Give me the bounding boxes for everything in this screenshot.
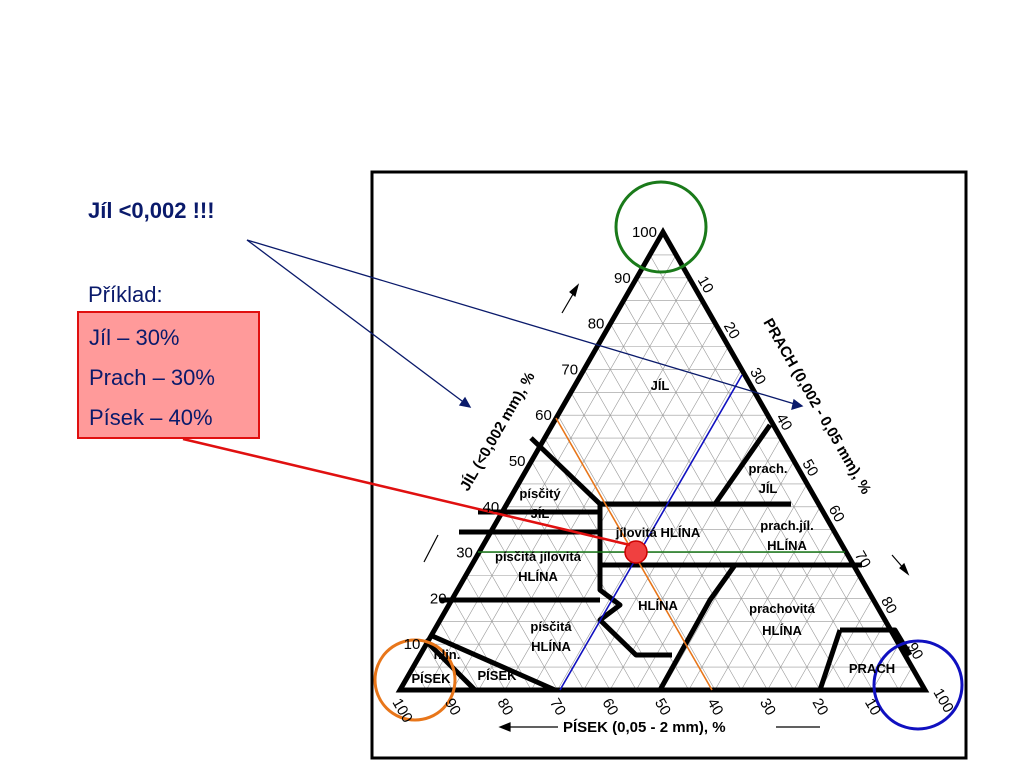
clay-tick-90: 90 xyxy=(614,270,631,287)
silt-tick-30: 30 xyxy=(746,365,769,388)
sand-corner-circle xyxy=(373,638,457,722)
clay-tick-40: 40 xyxy=(483,499,500,516)
silt-tick-40: 40 xyxy=(772,411,795,434)
grid-line xyxy=(570,392,742,691)
sand-tick-90: 90 xyxy=(441,696,464,719)
grid-line xyxy=(623,300,847,691)
region-jilovita-hlina: jílovitá HLÍNA xyxy=(615,525,701,540)
grid-line xyxy=(740,529,834,691)
grid-line xyxy=(872,644,900,691)
region-prach-jil-2: JÍL xyxy=(759,481,778,496)
region-jil: JÍL xyxy=(651,378,670,393)
silt-tick-20: 20 xyxy=(720,319,743,342)
grid-line xyxy=(465,575,532,691)
grid-line xyxy=(767,552,847,691)
region-labels: JÍL prach. JÍL písčitý JÍL jílovitá HLÍN… xyxy=(411,378,895,686)
clay-tick-labels: 10 20 30 40 50 60 70 80 90 100 xyxy=(404,224,657,653)
silt-30-line xyxy=(559,374,743,691)
example-clay: Jíl – 30% xyxy=(89,325,180,350)
sand-axis-title: PÍSEK (0,05 - 2 mm), % xyxy=(563,719,726,736)
grid-line xyxy=(649,254,900,691)
grid-line xyxy=(478,552,558,691)
example-sand: Písek – 40% xyxy=(89,405,213,430)
clay-tick-20: 20 xyxy=(430,590,447,607)
silt-tick-60: 60 xyxy=(825,502,848,525)
region-piscita-hlina-1: písčitá xyxy=(530,619,572,634)
silt-tick-90: 90 xyxy=(903,640,926,663)
clay-corner-circle xyxy=(614,180,708,274)
grid-line xyxy=(491,529,585,691)
grid-line xyxy=(518,483,637,691)
region-piscita-jilovita-2: HLÍNA xyxy=(518,569,558,584)
region-prach-jil-1: prach. xyxy=(748,461,787,476)
diagram-frame xyxy=(370,170,968,760)
silt-tick-10: 10 xyxy=(694,273,717,296)
grid-line xyxy=(819,598,873,691)
grid-line xyxy=(426,644,453,691)
heading: Jíl <0,002 !!! xyxy=(88,198,215,223)
region-piscity-jil-2: JÍL xyxy=(531,506,550,521)
clay-tick-80: 80 xyxy=(588,316,605,333)
grid-line xyxy=(714,506,821,691)
region-hlin-pisek: hlin. xyxy=(434,647,461,662)
sand-tick-80: 80 xyxy=(494,696,517,719)
silt-tick-50: 50 xyxy=(799,457,822,480)
example-point-marker xyxy=(624,540,648,564)
region-prach-jil-hlina-1: prach.jíl. xyxy=(760,518,813,533)
sand-tick-30: 30 xyxy=(756,696,779,719)
grid-line xyxy=(583,392,755,691)
region-pisek-small: PÍSEK xyxy=(411,671,451,686)
sand-tick-40: 40 xyxy=(704,696,727,719)
silt-tick-80: 80 xyxy=(877,594,900,617)
example-silt: Prach – 30% xyxy=(89,365,215,390)
clay-tick-50: 50 xyxy=(509,453,526,470)
grid-line xyxy=(531,460,663,691)
axis-arrows xyxy=(423,283,910,732)
grid-line xyxy=(688,483,808,691)
example-box: Jíl – 30% Prach – 30% Písek – 40% xyxy=(77,311,260,439)
clay-tick-70: 70 xyxy=(561,361,578,378)
grid-line xyxy=(845,621,886,691)
grid-line xyxy=(439,621,480,691)
grid-line xyxy=(793,575,860,691)
clay-tick-100: 100 xyxy=(632,224,657,241)
grid-line xyxy=(596,346,795,691)
region-piscity-jil-1: písčitý xyxy=(519,486,561,501)
silt-corner-circle xyxy=(872,639,964,731)
clay-tick-30: 30 xyxy=(456,545,473,562)
sand-tick-20: 20 xyxy=(809,696,832,719)
region-prachovita-hlina-2: HLÍNA xyxy=(762,623,802,638)
region-pisek: PÍSEK xyxy=(477,668,517,683)
region-prach-jil-hlina-2: HLÍNA xyxy=(767,538,807,553)
region-piscita-jilovita-1: písčitá jílovitá xyxy=(495,549,582,564)
region-boundaries xyxy=(423,423,913,693)
grid-line xyxy=(898,666,913,691)
clay-tick-60: 60 xyxy=(535,407,552,424)
example-label: Příklad: xyxy=(88,282,163,307)
grid-line xyxy=(412,666,427,691)
grid-line xyxy=(425,254,677,691)
sand-tick-60: 60 xyxy=(599,696,622,719)
clay-tick-10: 10 xyxy=(404,636,421,653)
grid-line xyxy=(530,346,729,691)
region-hlina: HLÍNA xyxy=(638,598,678,613)
sand-tick-70: 70 xyxy=(546,696,569,719)
sand-tick-50: 50 xyxy=(651,696,674,719)
callout-arrows xyxy=(246,239,804,410)
example-pointer-line xyxy=(182,437,631,547)
region-prach: PRACH xyxy=(849,661,895,676)
sand-tick-10: 10 xyxy=(861,696,884,719)
region-piscita-hlina-2: HLÍNA xyxy=(531,639,571,654)
region-prachovita-hlina-1: prachovitá xyxy=(749,601,816,616)
silt-tick-70: 70 xyxy=(851,548,874,571)
grid-line xyxy=(452,598,506,691)
